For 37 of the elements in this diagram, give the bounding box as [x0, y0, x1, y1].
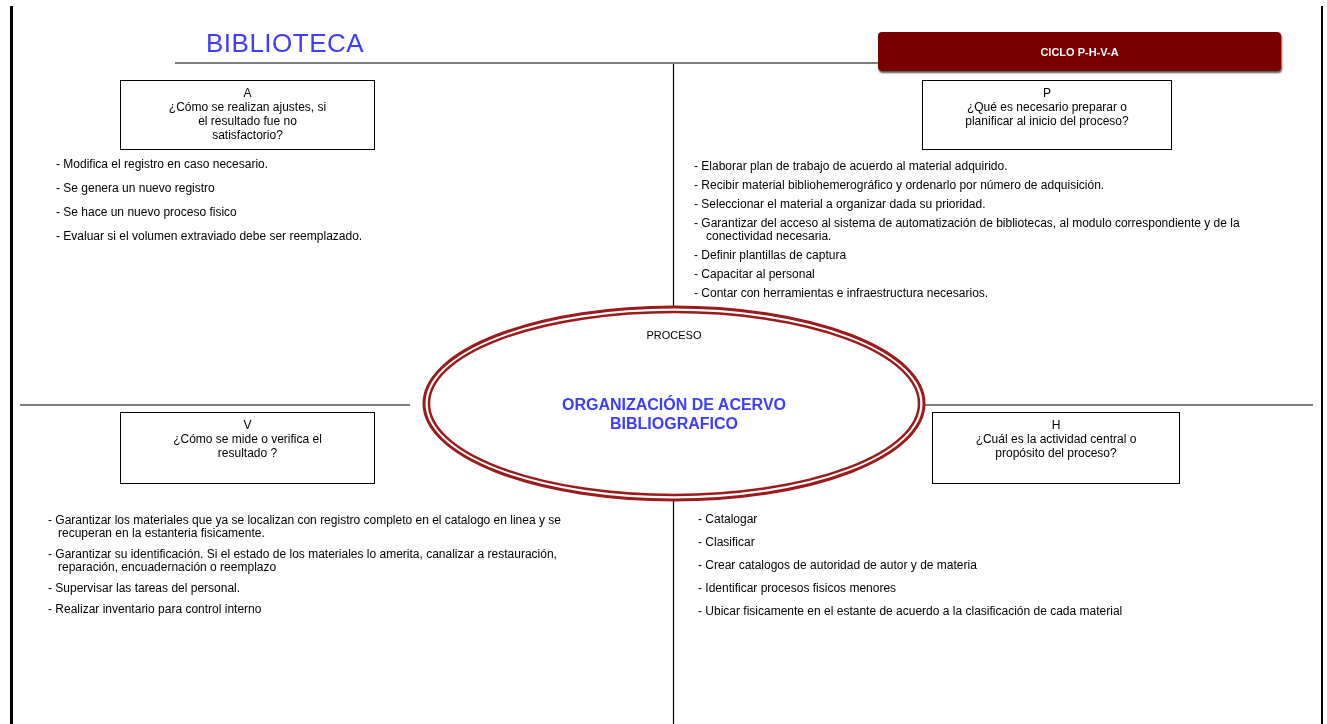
- question-text: ¿Cuál es la actividad central o propósito del proceso?: [974, 432, 1138, 460]
- question-box: [932, 412, 1180, 484]
- process-name: ORGANIZACIÓN DE ACERVO BIBLIOGRAFICO: [561, 395, 787, 433]
- question-box: [120, 412, 375, 484]
- list-item: - Definir plantillas de captura: [694, 249, 848, 262]
- question-text: ¿Cómo se realizan ajustes, si el resultado fue no satisfactorio?: [167, 100, 328, 142]
- list-item: - Se hace un nuevo proceso fisico: [56, 206, 238, 219]
- list-item: - Contar con herramientas e infraestructura necesarios.: [694, 287, 990, 300]
- phase-letter: P: [1043, 86, 1051, 100]
- list-item: - Elaborar plan de trabajo de acuerdo al material adquirido.: [694, 160, 1009, 173]
- phase-letter: V: [243, 418, 252, 432]
- list-item: - Catalogar: [698, 513, 759, 526]
- list-item: - Crear catalogos de autoridad de autor y de materia: [698, 559, 978, 572]
- question-text: ¿Cómo se mide o verifica el resultado ?: [172, 432, 323, 460]
- list-item: - Clasificar: [698, 536, 756, 549]
- list-item: - Capacitar al personal: [694, 268, 816, 281]
- list-item: - Identificar procesos fisicos menores: [698, 582, 898, 595]
- list-item: - Modifica el registro en caso necesario.: [56, 158, 270, 171]
- phase-letter: H: [1051, 418, 1061, 432]
- page-title: BIBLIOTECA: [206, 28, 365, 59]
- title-banner: CICLO P-H-V-A: [878, 32, 1281, 71]
- phase-letter: A: [243, 86, 252, 100]
- question-box: [922, 80, 1172, 150]
- list-item: - Evaluar si el volumen extraviado debe ser reemplazado.: [56, 230, 364, 243]
- question-text: ¿Qué es necesario preparar o planificar al inicio del proceso?: [964, 100, 1130, 128]
- process-ellipse: [422, 305, 926, 502]
- list-item: - Ubicar fisicamente en el estante de acuerdo a la clasificación de cada material: [698, 605, 1124, 618]
- list-item: - Garantizar los materiales que ya se localizan con registro completo en el catalogo en linea y se recuperan en la estanteria fisicamente.: [48, 514, 562, 540]
- list-item: - Realizar inventario para control interno: [48, 603, 263, 616]
- list-item: - Garantizar del acceso al sistema de automatización de bibliotecas, al modulo correspondiente y de la conectividad necesaria.: [694, 217, 1241, 243]
- list-item: - Seleccionar el material a organizar dada su prioridad.: [694, 198, 987, 211]
- question-box: [120, 80, 375, 150]
- list-item: - Supervisar las tareas del personal.: [48, 582, 242, 595]
- list-item: - Garantizar su identificación. Si el estado de los materiales lo amerita, canalizar a restauración, reparación, encuadernación o reemplazo: [48, 548, 558, 574]
- list-item: - Recibir material bibliohemerográfico y ordenarlo por número de adquisición.: [694, 179, 1106, 192]
- process-label: PROCESO: [646, 329, 702, 341]
- list-item: - Se genera un nuevo registro: [56, 182, 216, 195]
